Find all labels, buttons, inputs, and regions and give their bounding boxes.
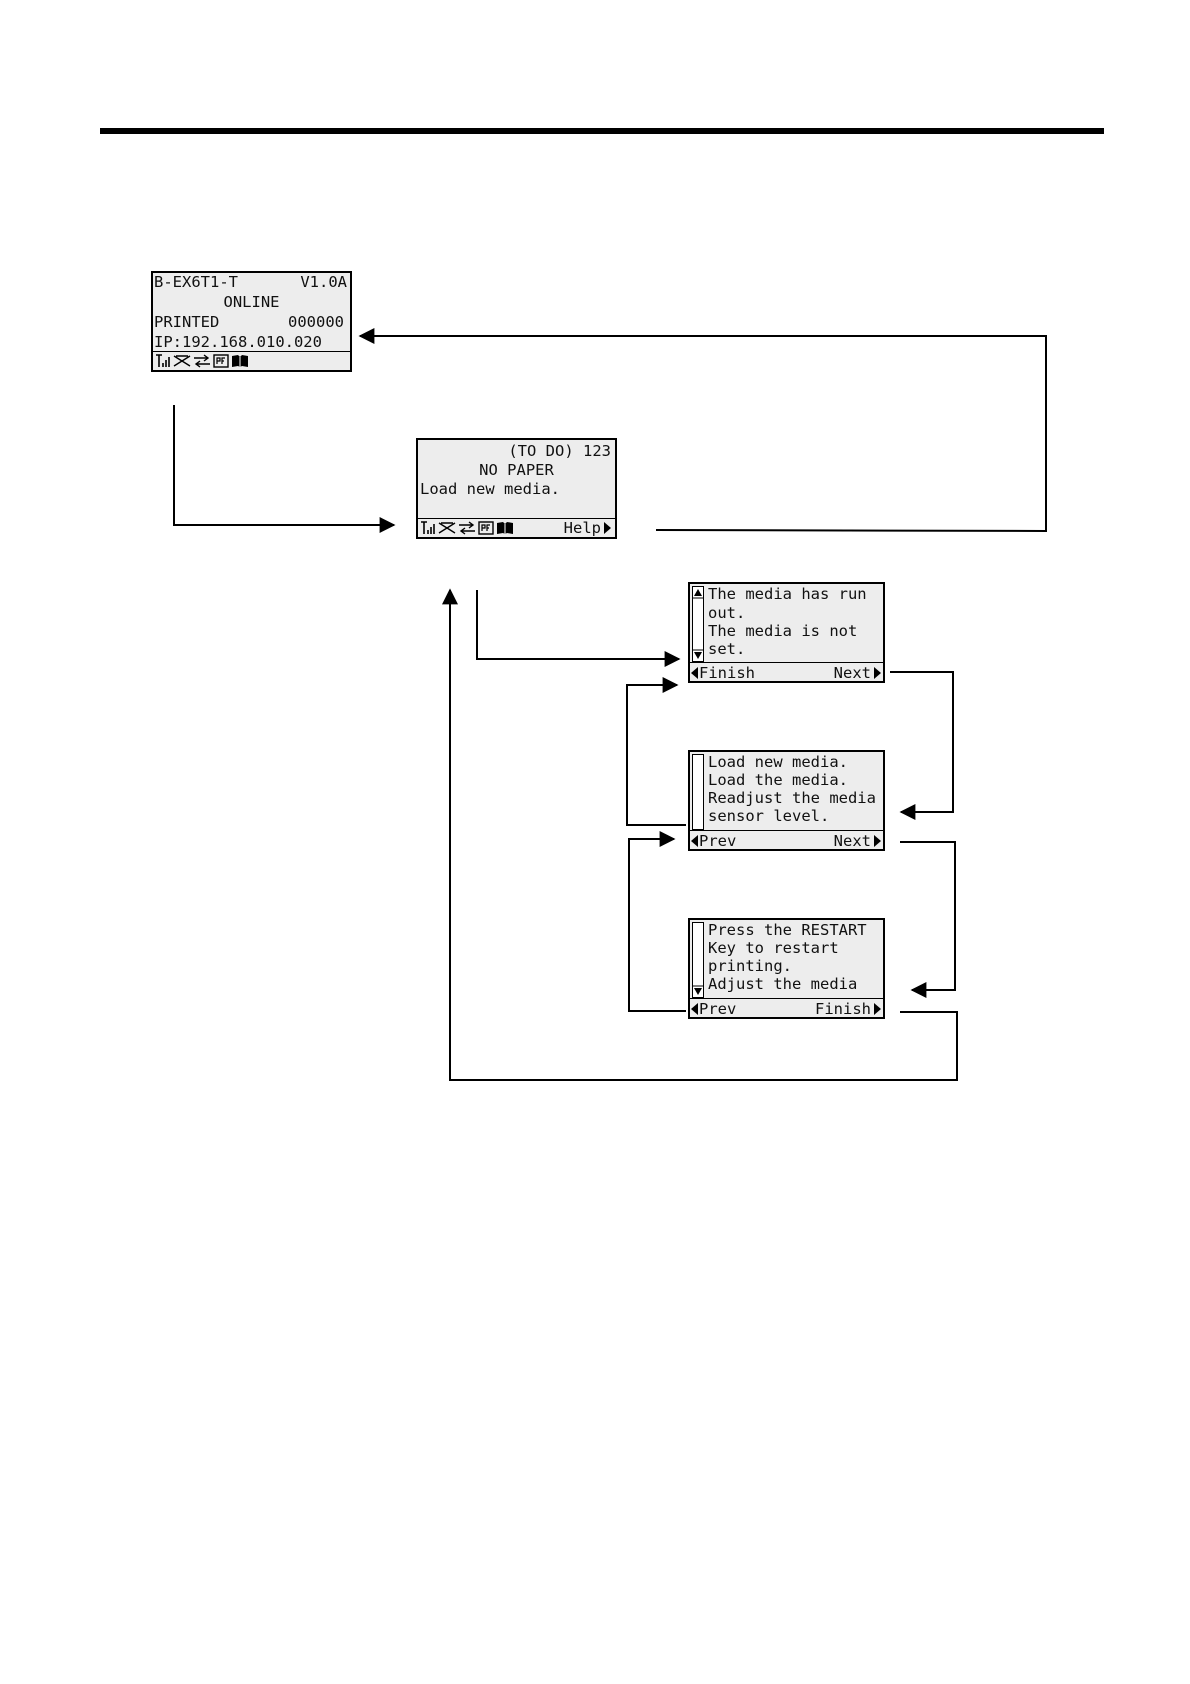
left-arrow-icon (691, 1003, 698, 1015)
error-message: Load new media. (420, 480, 560, 498)
error-title: NO PAPER (479, 461, 554, 479)
finish-label: Finish (815, 1000, 871, 1018)
help-label: Help (563, 519, 601, 537)
antenna-signal-icon (421, 521, 435, 534)
error-screen: (TO DO) 123 NO PAPER Load new media. Hel… (416, 438, 617, 539)
prev-button[interactable]: Prev (691, 1000, 736, 1019)
ribbon-icon (438, 522, 456, 534)
button-separator (690, 998, 883, 999)
header-rule (100, 128, 1104, 134)
help-screen-3: Press the RESTART Key to restart printin… (688, 918, 885, 1019)
button-separator (690, 830, 883, 831)
scroll-arrows-icon (693, 589, 703, 659)
help-line-4: sensor level. (708, 807, 830, 825)
arrow-help1-next (890, 671, 954, 820)
help-screen-1: The media has run out. The media is not … (688, 582, 885, 683)
button-separator (690, 662, 883, 663)
arrow-help3-prev (628, 831, 686, 1012)
right-arrow-icon (604, 522, 611, 534)
help-line-1: Load new media. (708, 753, 848, 771)
printed-label: PRINTED (154, 313, 220, 331)
antenna-signal-icon (156, 354, 170, 367)
ip-address: IP:192.168.010.020 (154, 333, 322, 351)
help-screen-2: Load new media. Load the media. Readjust… (688, 750, 885, 851)
media-roll-icon (232, 355, 248, 367)
status-icons (420, 521, 514, 535)
online-screen: B-EX6T1-T V1.0A ONLINE PRINTED 000000 IP… (151, 271, 352, 372)
help-button[interactable]: Help (564, 519, 611, 538)
help-line-2: Load the media. (708, 771, 848, 789)
left-arrow-icon (691, 667, 698, 679)
arrow-error-to-help1 (476, 590, 681, 667)
arrow-help2-prev (626, 677, 686, 826)
finish-label: Finish (699, 664, 755, 682)
arrow-help3-finish (442, 588, 958, 1081)
scroll-arrows-icon (693, 985, 703, 995)
help-line-1: The media has run (708, 585, 867, 603)
help-line-4: Adjust the media (708, 975, 858, 993)
help-line-2: Key to restart (708, 939, 839, 957)
help-line-2: out. (708, 604, 746, 622)
arrow-online-to-error (173, 405, 396, 533)
left-arrow-icon (691, 835, 698, 847)
transfer-icon (194, 354, 210, 368)
rfid-icon (478, 521, 494, 535)
ribbon-icon (173, 355, 191, 367)
firmware-version: V1.0A (300, 273, 347, 291)
rfid-icon (213, 354, 229, 368)
help-line-3: printing. (708, 957, 792, 975)
right-arrow-icon (874, 835, 881, 847)
status-icons (155, 354, 249, 368)
finish-button[interactable]: Finish (691, 664, 755, 683)
scrollbar[interactable] (692, 922, 704, 998)
help-line-3: Readjust the media (708, 789, 876, 807)
prev-button[interactable]: Prev (691, 832, 736, 851)
help-line-3: The media is not (708, 622, 858, 640)
finish-button[interactable]: Finish (815, 1000, 881, 1019)
arrow-error-to-online (358, 328, 1047, 533)
help-line-1: Press the RESTART (708, 921, 867, 939)
prev-label: Prev (699, 1000, 737, 1018)
scrollbar[interactable] (692, 586, 704, 662)
media-roll-icon (497, 522, 513, 534)
scrollbar[interactable] (692, 754, 704, 830)
transfer-icon (459, 521, 475, 535)
todo-code: (TO DO) 123 (508, 442, 611, 460)
next-label: Next (833, 664, 871, 682)
arrow-help2-next (900, 841, 956, 998)
next-button[interactable]: Next (834, 832, 881, 851)
next-label: Next (833, 832, 871, 850)
model-name: B-EX6T1-T (154, 273, 238, 291)
next-button[interactable]: Next (834, 664, 881, 683)
right-arrow-icon (874, 667, 881, 679)
help-line-4: set. (708, 640, 746, 658)
online-status: ONLINE (223, 293, 280, 311)
status-separator (418, 518, 615, 519)
prev-label: Prev (699, 832, 737, 850)
right-arrow-icon (874, 1003, 881, 1015)
status-separator (153, 351, 350, 352)
printed-count: 000000 (288, 313, 344, 331)
